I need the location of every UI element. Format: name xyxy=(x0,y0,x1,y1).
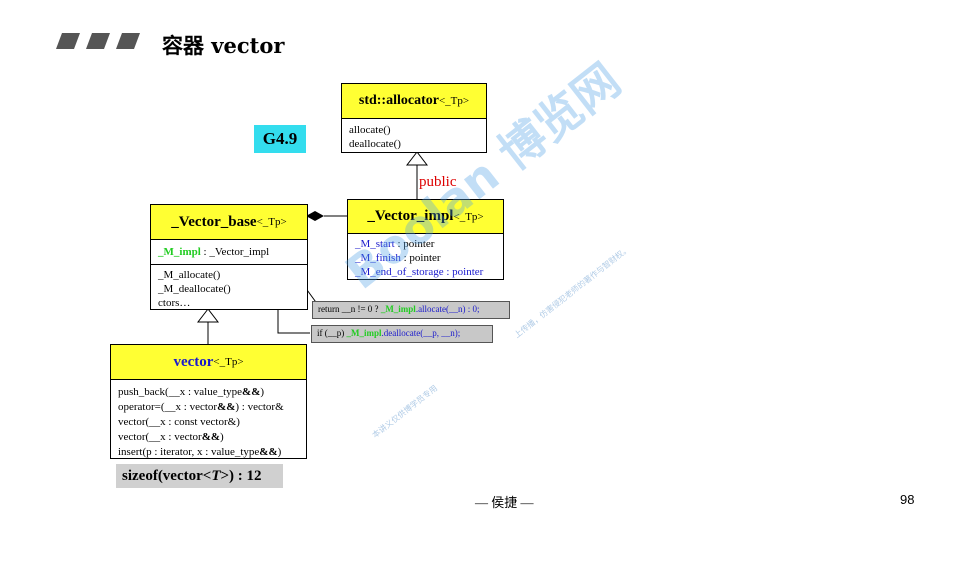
vector-impl-class-header: _Vector_impl<_Tp> xyxy=(348,200,503,234)
vector-method: vector(__x : vector&&) xyxy=(118,431,224,443)
vector-base-method: ctors… xyxy=(158,297,191,309)
vector-impl-member: _M_end_of_storage : pointer xyxy=(355,265,496,279)
vector-base-class-box: _Vector_base<_Tp> _M_impl : _Vector_impl… xyxy=(150,204,308,310)
allocator-class-name: std::allocator xyxy=(358,93,439,108)
vector-base-method: _M_allocate() xyxy=(158,269,221,281)
note-code: return __n != 0 ? xyxy=(318,304,381,314)
note-impl: _M_impl xyxy=(380,304,416,314)
vector-tparam: <_Tp> xyxy=(213,356,244,368)
allocator-methods: allocate() deallocate() xyxy=(342,119,486,153)
vector-base-class-name: _Vector_base xyxy=(171,213,257,230)
vector-impl-member: _M_start : pointer xyxy=(355,237,496,251)
version-badge: G4.9 xyxy=(254,125,306,153)
note-code: if (__p) xyxy=(317,328,347,338)
vector-impl-tparam: <_Tp> xyxy=(453,210,484,223)
public-relation-label: public xyxy=(419,174,457,190)
page-title: 容器 vector xyxy=(162,33,285,58)
vector-methods: push_back(__x : value_type&&) operator=(… xyxy=(111,380,306,462)
header-bars-decoration xyxy=(56,33,140,49)
inheritance-arrow-vector-base xyxy=(196,308,220,323)
member-name: _M_end_of_storage xyxy=(355,266,444,278)
vector-impl-members: _M_start : pointer _M_finish : pointer _… xyxy=(348,234,503,281)
vector-method: vector(__x : const vector&) xyxy=(118,416,240,428)
vector-method: push_back(__x : value_type&&) xyxy=(118,386,265,398)
vector-impl-member: _M_finish : pointer xyxy=(355,251,496,265)
vector-class-header: vector<_Tp> xyxy=(111,345,306,380)
vector-base-methods: _M_allocate() _M_deallocate() ctors… xyxy=(151,265,307,312)
note-code: .allocate(__n) : 0; xyxy=(415,304,480,314)
vector-method: insert(p : iterator, x : value_type&&) xyxy=(118,446,282,458)
allocator-method: deallocate() xyxy=(349,138,401,150)
footer-author: — 侯捷 — xyxy=(475,495,534,510)
member-type: : pointer xyxy=(394,238,435,250)
vector-base-class-header: _Vector_base<_Tp> xyxy=(151,205,307,240)
note-code: .deallocate(__p, __n); xyxy=(381,328,461,338)
sizeof-label: sizeof(vector<T>) : 12 xyxy=(116,464,283,488)
vector-method: operator=(__x : vector&&) : vector& xyxy=(118,401,284,413)
note-impl: _M_impl xyxy=(346,328,382,338)
member-type: : pointer xyxy=(400,252,441,264)
member-type: : pointer xyxy=(443,266,484,278)
deallocate-code-note: if (__p) _M_impl.deallocate(__p, __n); xyxy=(311,325,493,343)
allocator-class-header: std::allocator<_Tp> xyxy=(342,84,486,119)
allocator-tparam: <_Tp> xyxy=(438,95,470,107)
member-name: _M_finish xyxy=(355,252,401,264)
member-name: _M_start xyxy=(355,238,395,250)
allocate-code-note: return __n != 0 ? _M_impl.allocate(__n) … xyxy=(312,301,510,319)
allocator-class-box: std::allocator<_Tp> allocate() deallocat… xyxy=(341,83,487,153)
vector-class-box: vector<_Tp> push_back(__x : value_type&&… xyxy=(110,344,307,459)
composition-diamond xyxy=(306,211,324,221)
member-type: : _Vector_impl xyxy=(200,246,270,258)
vector-base-tparam: <_Tp> xyxy=(256,216,287,228)
vector-class-name: vector xyxy=(173,353,214,370)
member-name: _M_impl xyxy=(158,246,201,258)
allocator-method: allocate() xyxy=(349,124,391,136)
vector-impl-class-box: _Vector_impl<_Tp> _M_start : pointer _M_… xyxy=(347,199,504,280)
vector-impl-class-name: _Vector_impl xyxy=(367,208,454,224)
vector-base-method: _M_deallocate() xyxy=(158,283,231,295)
vector-base-members: _M_impl : _Vector_impl xyxy=(151,240,307,265)
inheritance-arrow-allocator xyxy=(405,151,429,166)
page-number: 98 xyxy=(900,492,915,507)
